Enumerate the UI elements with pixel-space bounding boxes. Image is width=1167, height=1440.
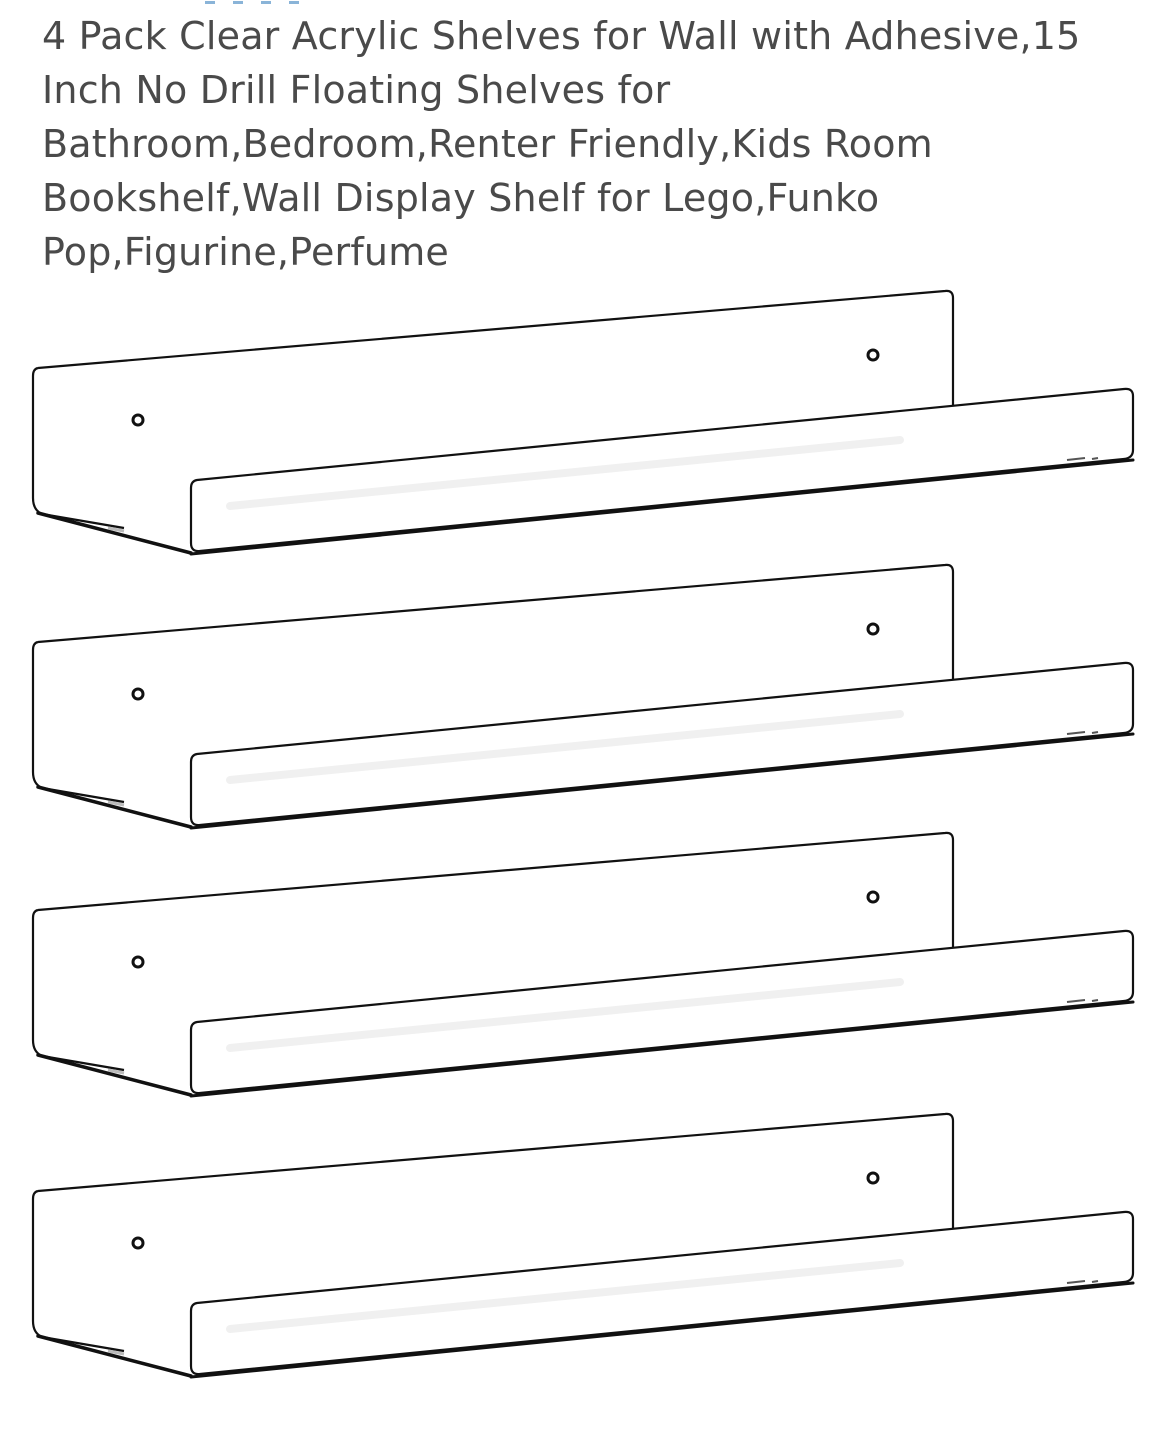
shelf-1 (33, 291, 1133, 554)
shelves-illustration (0, 270, 1167, 1420)
product-image[interactable] (0, 270, 1167, 1420)
partial-rating-fragment (205, 0, 325, 4)
shelf-4 (33, 1114, 1133, 1377)
product-title: 4 Pack Clear Acrylic Shelves for Wall wi… (42, 14, 1081, 274)
shelf-2 (33, 565, 1133, 828)
shelf-3 (33, 833, 1133, 1096)
